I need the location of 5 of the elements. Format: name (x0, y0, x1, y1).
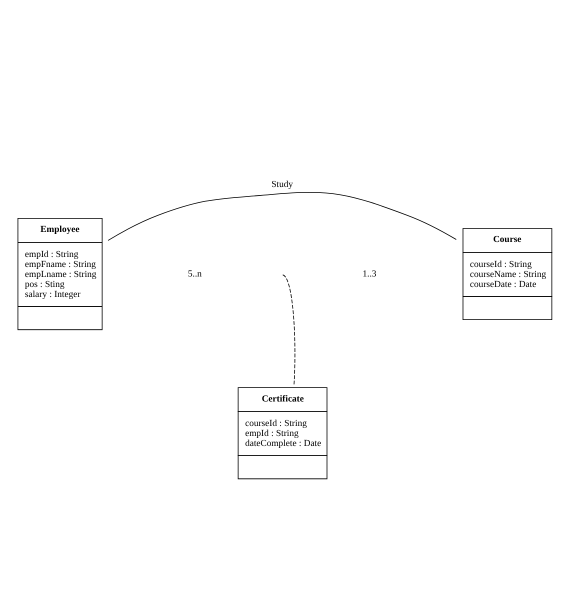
label: 1..3 (362, 269, 376, 280)
edge-label: Study (271, 180, 293, 190)
connector (282, 274, 296, 385)
label: 5..n (188, 269, 202, 280)
connector (108, 192, 457, 241)
